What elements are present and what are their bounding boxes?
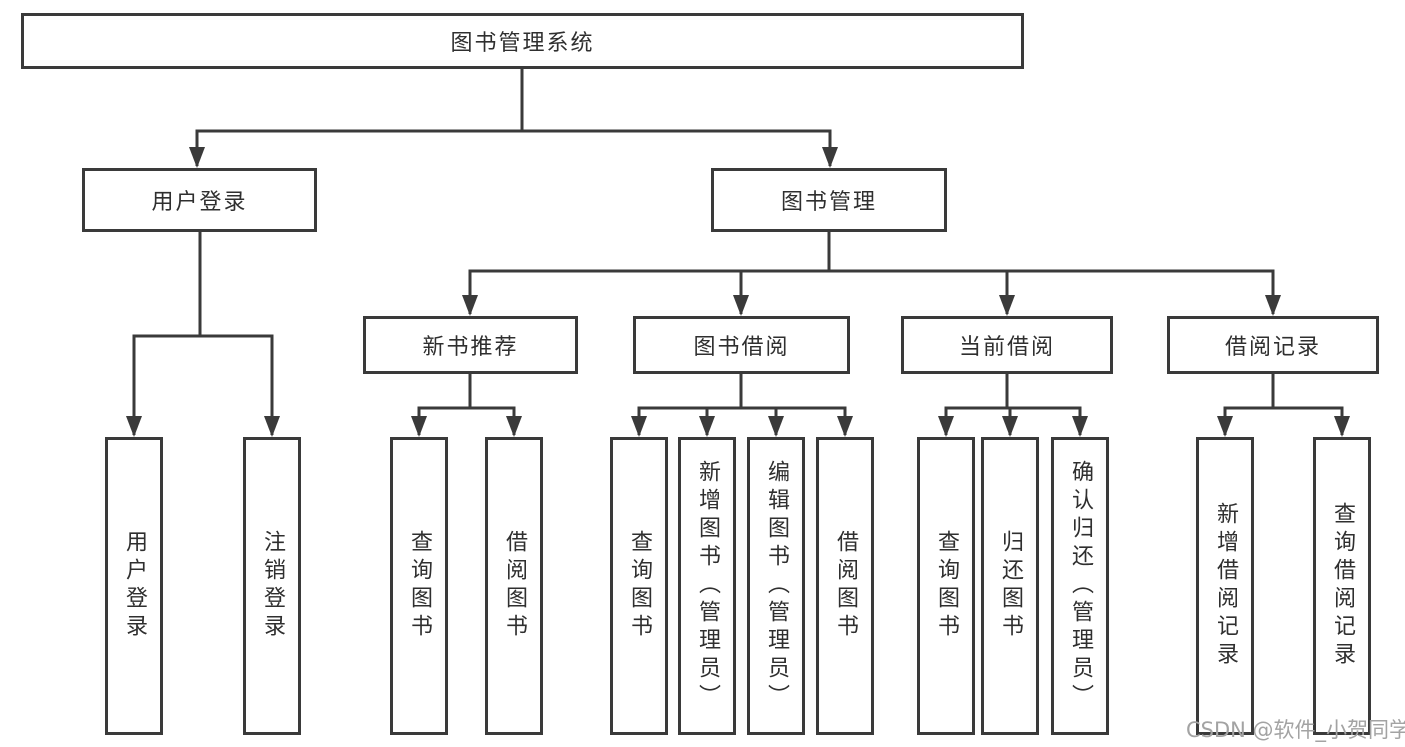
node-leaf-add-books-admin: 新增图书（管理员） bbox=[678, 437, 736, 735]
node-leaf-add-borrow-record: 新增借阅记录 bbox=[1196, 437, 1254, 735]
node-leaf-query-books-borrow: 查询图书 bbox=[610, 437, 668, 735]
node-leaf-edit-books-admin: 编辑图书（管理员） bbox=[747, 437, 805, 735]
node-current-borrowing: 当前借阅 bbox=[901, 316, 1113, 374]
node-label: 用户登录 bbox=[122, 530, 147, 642]
node-label: 图书管理 bbox=[780, 190, 877, 215]
node-leaf-borrow-books: 借阅图书 bbox=[816, 437, 874, 735]
node-new-book-recommendation: 新书推荐 bbox=[363, 316, 578, 374]
node-label: 借阅图书 bbox=[833, 530, 858, 642]
node-label: 新书推荐 bbox=[422, 335, 519, 360]
node-leaf-query-books-current: 查询图书 bbox=[917, 437, 975, 735]
node-label: 新增图书（管理员） bbox=[695, 460, 720, 712]
node-label: 图书管理系统 bbox=[450, 31, 595, 56]
node-leaf-user-login: 用户登录 bbox=[105, 437, 163, 735]
node-user-login-module: 用户登录 bbox=[82, 168, 317, 232]
node-leaf-borrow-books-recommend: 借阅图书 bbox=[485, 437, 543, 735]
node-leaf-query-borrow-record: 查询借阅记录 bbox=[1313, 437, 1371, 735]
node-label: 借阅图书 bbox=[502, 530, 527, 642]
csdn-watermark: CSDN @软件_小贺同学 bbox=[1186, 718, 1405, 742]
node-label: 确认归还（管理员） bbox=[1068, 460, 1093, 712]
node-label: 图书借阅 bbox=[693, 335, 790, 360]
node-label: 注销登录 bbox=[260, 530, 285, 642]
node-borrowing-records: 借阅记录 bbox=[1167, 316, 1379, 374]
node-book-borrowing: 图书借阅 bbox=[633, 316, 850, 374]
node-label: 查询图书 bbox=[627, 530, 652, 642]
node-label: 归还图书 bbox=[998, 530, 1023, 642]
node-leaf-query-books-recommend: 查询图书 bbox=[390, 437, 448, 735]
node-leaf-return-books: 归还图书 bbox=[981, 437, 1039, 735]
node-label: 查询图书 bbox=[934, 530, 959, 642]
node-leaf-confirm-return-admin: 确认归还（管理员） bbox=[1051, 437, 1109, 735]
node-leaf-logout: 注销登录 bbox=[243, 437, 301, 735]
node-label: 查询图书 bbox=[407, 530, 432, 642]
node-label: 编辑图书（管理员） bbox=[764, 460, 789, 712]
node-label: 查询借阅记录 bbox=[1330, 502, 1355, 670]
node-label: 用户登录 bbox=[151, 190, 248, 215]
node-library-management-system: 图书管理系统 bbox=[21, 13, 1024, 69]
node-book-management-module: 图书管理 bbox=[711, 168, 947, 232]
node-label: 当前借阅 bbox=[958, 335, 1055, 360]
node-label: 借阅记录 bbox=[1224, 335, 1321, 360]
node-label: 新增借阅记录 bbox=[1213, 502, 1238, 670]
